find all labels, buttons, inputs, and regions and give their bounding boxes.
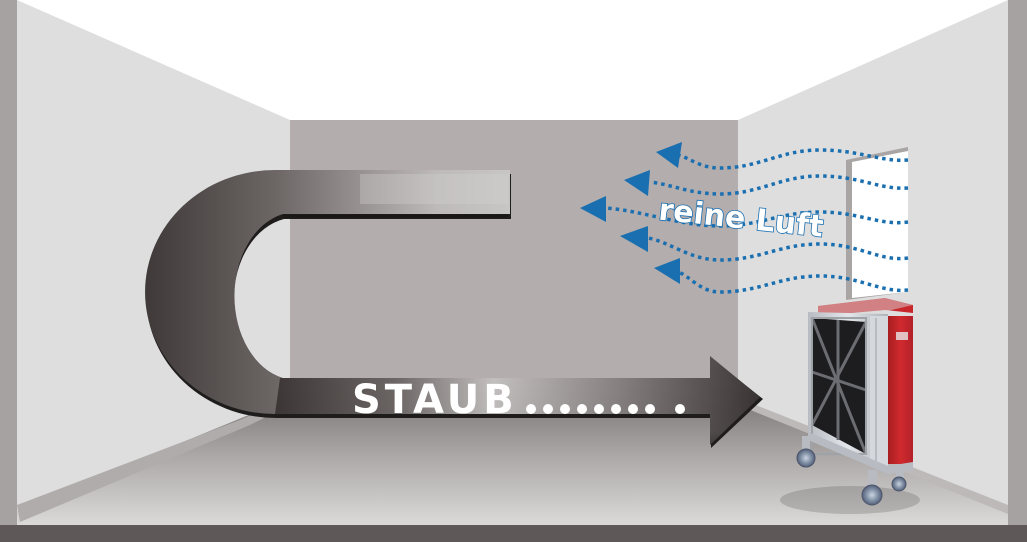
clean-air-line-3 [604, 206, 909, 228]
clean-air-line-1 [677, 148, 909, 170]
doorway [846, 147, 908, 300]
arrowhead-icon [656, 142, 682, 168]
base-strip [0, 525, 1027, 542]
arrowhead-icon [620, 226, 648, 252]
clean-air-flow [604, 148, 909, 294]
dust-trail-dots [526, 404, 685, 414]
arrowhead-icon [580, 196, 606, 222]
arrowhead-icon [624, 170, 650, 196]
clean-air-arrowheads [580, 142, 682, 284]
dust-label: STAUB [352, 377, 518, 423]
back-wall [290, 120, 738, 398]
left-skirting [17, 398, 290, 522]
dust-arrow[interactable] [145, 170, 764, 448]
clean-air-line-5 [677, 270, 909, 294]
arrowhead-icon [654, 258, 680, 284]
left-wall-edge [0, 0, 17, 525]
clean-air-line-4 [647, 236, 909, 262]
floor [17, 398, 1008, 525]
right-wall-edge [1008, 0, 1027, 525]
air-cleaner-unit[interactable] [780, 298, 920, 514]
clean-air-line-2 [649, 174, 909, 196]
